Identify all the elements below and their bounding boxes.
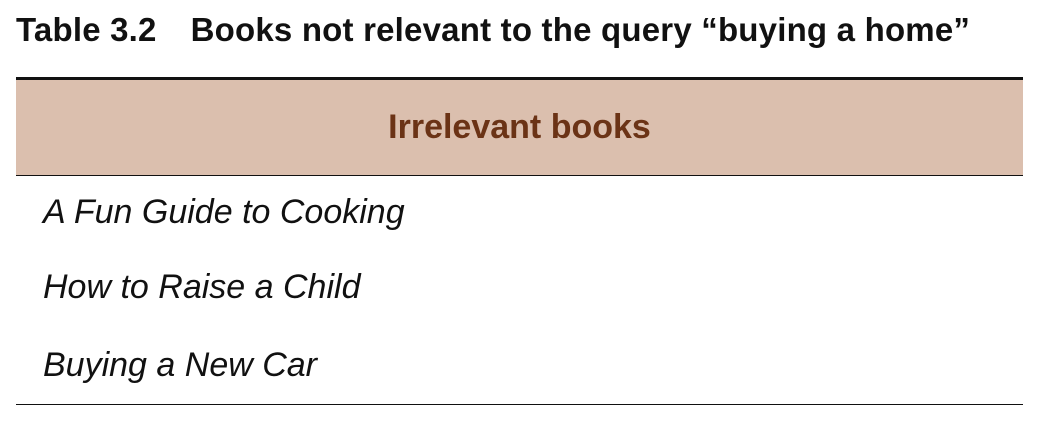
table-header-rule xyxy=(16,175,1023,176)
table-caption: Table 3.2 Books not relevant to the query… xyxy=(16,8,970,52)
table-header: Irrelevant books xyxy=(16,80,1023,175)
book-title: A Fun Guide to Cooking xyxy=(43,192,405,231)
table-title: Books not relevant to the query “buying … xyxy=(190,11,971,48)
table-row: A Fun Guide to Cooking xyxy=(16,176,1023,248)
table-number: Table 3.2 xyxy=(16,11,157,48)
book-title: Buying a New Car xyxy=(43,345,318,384)
table-row: How to Raise a Child xyxy=(16,248,1023,326)
table-row: Buying a New Car xyxy=(16,326,1023,404)
book-title: How to Raise a Child xyxy=(43,267,361,306)
table-header-label: Irrelevant books xyxy=(388,108,651,146)
table-bottom-rule xyxy=(16,404,1023,405)
table-top-rule xyxy=(16,77,1023,80)
irrelevant-books-table: Irrelevant books A Fun Guide to Cooking … xyxy=(16,77,1023,405)
